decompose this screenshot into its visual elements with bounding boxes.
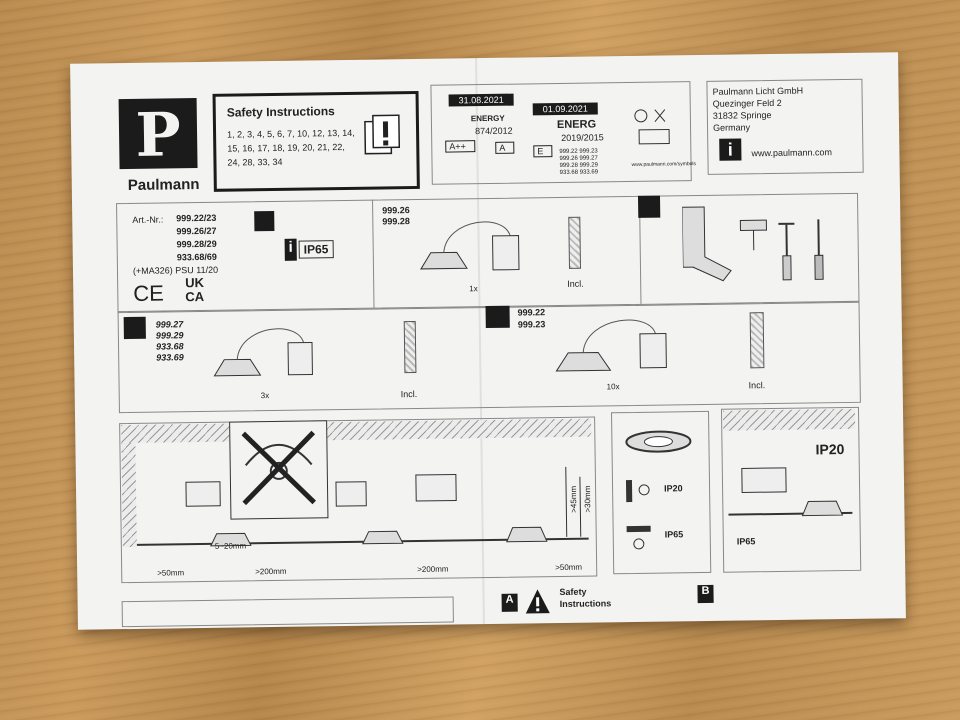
- energy-label-new: ENERG: [556, 118, 597, 132]
- ip20-label: IP20: [664, 483, 683, 494]
- ceiling-drivers-diagram: [136, 466, 589, 547]
- package-icon-3: [485, 305, 510, 329]
- kit3-incl: Incl.: [748, 380, 766, 391]
- no-covering-icon: [241, 430, 316, 506]
- logo-letter: P: [135, 100, 182, 171]
- kit1-accessory: [568, 216, 581, 269]
- safety-title: Safety Instructions: [226, 104, 335, 120]
- ce-mark: CE: [133, 280, 165, 306]
- section-a-marker: A: [501, 593, 518, 612]
- mounting-icons: [625, 480, 651, 550]
- kit2-accessory: [403, 321, 417, 374]
- kit2-code-4: 933.69: [156, 352, 184, 363]
- energy-code-3: 999.28 999.29: [559, 162, 598, 169]
- energy-reg-old: 874/2012: [474, 125, 513, 137]
- kit2-code-1: 999.27: [155, 319, 184, 330]
- company-line3: 31832 Springe: [712, 110, 772, 121]
- distance-2: >200mm: [255, 566, 287, 577]
- energy-date-old: 31.08.2021: [448, 93, 514, 107]
- height-label-2: >30mm: [582, 485, 593, 513]
- package-icon-2: [123, 316, 146, 340]
- kit3-code-2: 999.23: [517, 319, 546, 330]
- tools-icon: [682, 206, 824, 282]
- info-icon: i: [719, 138, 742, 161]
- distance-3: >200mm: [417, 564, 449, 575]
- ip20-large-label: IP20: [815, 441, 845, 458]
- article-n1: 999.22/23: [176, 212, 217, 224]
- energy-code-2: 999.26 999.27: [559, 155, 598, 162]
- ip-ceiling-insulation: [722, 408, 856, 431]
- kit2-code-3: 933.68: [155, 341, 184, 352]
- ip-install-diagram: [728, 467, 853, 517]
- footer-left-box: [121, 596, 454, 628]
- kit3-accessory: [749, 312, 765, 369]
- kit3-light-icon: [555, 319, 667, 372]
- disposal-symbols-icon: [634, 109, 670, 145]
- ip65-small-label: IP65: [736, 536, 756, 547]
- safety-pages-1: 1, 2, 3, 4, 5, 6, 7, 10, 12, 13, 14,: [227, 127, 355, 140]
- section-b-marker: B: [697, 584, 714, 604]
- kit2-incl: Incl.: [400, 388, 418, 400]
- safety-pages-3: 24, 28, 33, 34: [227, 156, 283, 168]
- article-n4: 933.68/69: [176, 251, 217, 263]
- kit1-incl: Incl.: [567, 278, 584, 289]
- kit1-code-2: 999.28: [382, 216, 410, 227]
- company-line2: Quezinger Feld 2: [712, 97, 782, 109]
- energy-label-old: ENERGY: [470, 113, 505, 124]
- symbols-url: www.paulmann.com/symbols: [631, 161, 697, 168]
- wall-insulation: [121, 442, 137, 548]
- distance-4: >50mm: [555, 562, 583, 573]
- energy-reg-new: 2019/2015: [561, 132, 604, 143]
- kit2-qty: 3x: [260, 391, 270, 401]
- downlight-front-icon: [625, 430, 692, 453]
- brand-name: Paulmann: [127, 176, 200, 195]
- company-web: www.paulmann.com: [751, 147, 833, 159]
- company-line1: Paulmann Licht GmbH: [712, 85, 804, 97]
- kit1-qty: 1x: [469, 284, 478, 294]
- company-line4: Germany: [712, 122, 751, 133]
- footer-safety-1: Safety: [559, 586, 587, 598]
- energy-class-old: A++: [445, 140, 475, 153]
- height-label-1: >45mm: [568, 485, 579, 513]
- psu-note: (+MA326) PSU 11/20: [132, 264, 219, 276]
- paulmann-logo: P: [118, 98, 198, 171]
- kit1-code-1: 999.26: [382, 205, 410, 216]
- energy-class-new: E: [533, 145, 553, 158]
- gap-label: 5~20mm: [214, 541, 247, 551]
- article-n3: 999.28/29: [176, 238, 217, 250]
- kit2-code-2: 999.29: [155, 330, 184, 341]
- ukca-bottom: CA: [185, 288, 205, 305]
- warning-icon: [525, 589, 550, 614]
- energy-code-4: 933.68 933.69: [559, 169, 599, 176]
- ip65-badge: IP65: [298, 240, 334, 259]
- article-label: Art.-Nr.:: [132, 214, 164, 225]
- distance-1: >50mm: [157, 568, 185, 578]
- article-n2: 999.26/27: [176, 225, 217, 237]
- kit2-light-icon: [213, 328, 313, 377]
- tool-icon: [637, 195, 661, 218]
- kit3-code-1: 999.22: [517, 307, 546, 318]
- safety-pages-2: 15, 16, 17, 18, 19, 20, 21, 22,: [227, 141, 345, 154]
- energy-date-new: 01.09.2021: [532, 102, 598, 116]
- energy-code-1: 999.22 999.23: [559, 148, 598, 155]
- ip65-label: IP65: [664, 529, 684, 540]
- instruction-sheet: P Paulmann Safety Instructions 1, 2, 3, …: [70, 52, 906, 630]
- energy-class-range: A: [495, 141, 515, 154]
- downlight-with-driver-icon: [420, 221, 520, 271]
- info-icon-small: i: [284, 238, 297, 261]
- kit3-qty: 10x: [606, 382, 620, 392]
- package-icon: [254, 210, 275, 232]
- footer-safety-2: Instructions: [559, 598, 612, 610]
- document-warning-icon: [364, 114, 401, 155]
- ukca-top: UK: [185, 274, 205, 291]
